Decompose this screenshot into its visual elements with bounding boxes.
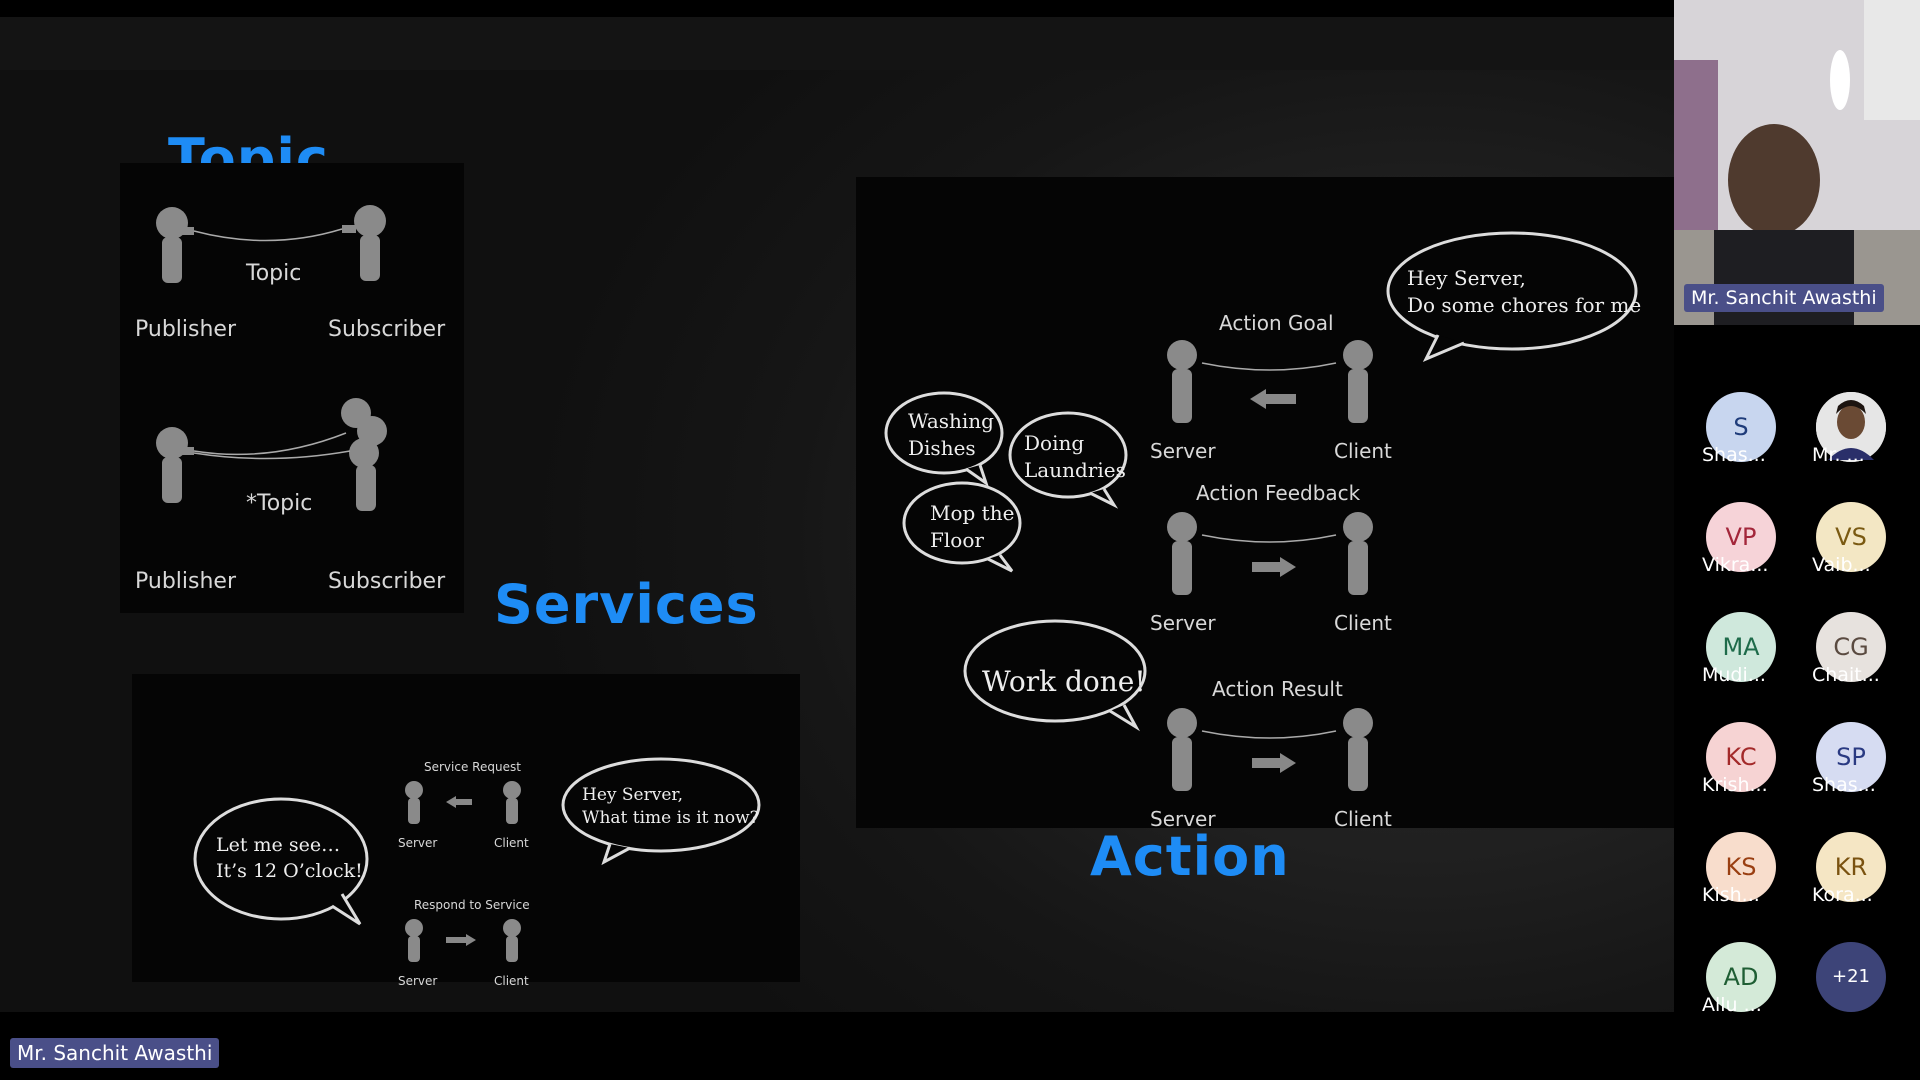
client-bubble-line2: What time is it now? [582,808,759,828]
action-client-bubble [1386,231,1638,362]
shared-screen: Topic Topic Publisher Subscriber [0,17,1674,1068]
washing-dishes-bubble [884,391,1004,487]
presenter-video-tile[interactable]: Mr. Sanchit Awasthi [1674,0,1920,325]
service-request-figures [405,781,521,824]
participant-avatar-7[interactable]: KC Krish... [1702,722,1776,796]
participant-photo [1816,392,1886,462]
participant-name: Vaib... [1812,554,1871,576]
participant-avatar-8[interactable]: SP Shas... [1812,722,1886,796]
topic-wildcard-label: *Topic [246,491,313,516]
participant-name: Allu ... [1702,994,1762,1016]
participant-initials: VS [1835,523,1867,551]
work-done-bubble [963,619,1147,732]
service-server-label-2: Server [398,974,438,988]
more-participants-count: +21 [1832,966,1870,987]
participant-name: Shas... [1702,444,1766,466]
action-goal-figures [1167,340,1373,423]
action-result-figures [1167,708,1373,791]
participant-avatar-11[interactable]: AD Allu ... [1702,942,1776,1016]
services-panel: Service Request Server Client Respond to… [132,674,800,988]
feedback-server-label: Server [1150,611,1216,635]
participant-initials: MA [1722,633,1760,661]
action-feedback-figures [1167,512,1373,595]
action-result-label: Action Result [1212,677,1343,701]
service-client-label-2: Client [494,974,529,988]
action-bubble-line2: Do some chores for me [1407,293,1642,317]
participant-initials: CG [1833,633,1869,661]
result-client-label: Client [1334,807,1392,831]
participant-initials: VP [1725,523,1757,551]
action-heading: Action [1090,825,1290,888]
topic-figures-bottom [156,398,387,511]
participant-name: Vikra... [1702,554,1769,576]
client-speech-bubble [561,757,761,866]
doing-laundries-bubble [1008,411,1128,509]
participant-initials: SP [1836,743,1866,771]
participant-avatar-6[interactable]: CG Chait... [1812,612,1886,686]
mop-line1: Mop the [930,501,1015,525]
server-bubble-line2: It’s 12 O’clock! [216,860,363,882]
participant-initials: S [1733,413,1749,441]
participant-name: Kish... [1702,884,1760,906]
slide-top-band [0,17,1674,70]
goal-client-label: Client [1334,439,1392,463]
participant-avatar-2[interactable]: Mr. ... [1812,392,1886,466]
service-client-label: Client [494,836,529,850]
video-background [1674,0,1920,325]
action-goal-label: Action Goal [1219,311,1334,335]
service-server-label: Server [398,836,438,850]
publisher-label-2: Publisher [135,569,236,594]
participant-initials: AD [1723,963,1759,991]
participant-name: Krish... [1702,774,1768,796]
goal-server-label: Server [1150,439,1216,463]
service-request-label: Service Request [424,760,521,774]
laundry-line2: Laundries [1024,458,1126,482]
respond-to-service-label: Respond to Service [414,898,530,912]
participant-name: Chait... [1812,664,1880,686]
participant-avatar-10[interactable]: KR Kora... [1812,832,1886,906]
presenter-name-tag: Mr. Sanchit Awasthi [10,1038,220,1068]
server-speech-bubble [193,797,369,926]
topic-figures-top [156,205,386,283]
result-server-label: Server [1150,807,1216,831]
participant-initials: KS [1725,853,1757,881]
mop-floor-bubble [902,481,1022,573]
participant-name: Kora... [1812,884,1873,906]
participant-avatar-1[interactable]: S Shas... [1702,392,1776,466]
laundry-line1: Doing [1024,431,1085,455]
participant-initials: KR [1834,853,1868,881]
participant-avatar-3[interactable]: VP Vikra... [1702,502,1776,576]
server-bubble-line1: Let me see… [216,834,341,856]
washing-line1: Washing [908,409,994,433]
presentation-slide: Topic Topic Publisher Subscriber [0,17,1674,1012]
subscriber-label-2: Subscriber [328,569,446,594]
participant-name: Shas... [1812,774,1876,796]
services-heading: Services [494,573,759,636]
action-panel: Hey Server, Do some chores for me Action… [856,177,1674,831]
action-feedback-label: Action Feedback [1196,481,1361,505]
mop-line2: Floor [930,528,984,552]
washing-line2: Dishes [908,436,976,460]
feedback-client-label: Client [1334,611,1392,635]
more-participants-button[interactable]: +21 [1816,942,1886,1012]
participant-avatar-4[interactable]: VS Vaib... [1812,502,1886,576]
client-bubble-line1: Hey Server, [582,785,684,805]
video-name-tag: Mr. Sanchit Awasthi [1684,284,1884,312]
topic-channel-label: Topic [246,261,302,286]
subscriber-label: Subscriber [328,317,446,342]
action-bubble-line1: Hey Server, [1407,266,1526,290]
participant-name: Mr. ... [1812,444,1865,466]
participant-initials: KC [1725,743,1757,771]
participant-name: Mudi... [1702,664,1766,686]
participant-avatar-5[interactable]: MA Mudi... [1702,612,1776,686]
topic-panel: Topic Publisher Subscriber *Topic Publis… [120,163,464,613]
work-done-text: Work done! [982,665,1146,698]
publisher-label: Publisher [135,317,236,342]
service-respond-figures [405,919,521,962]
participant-avatar-9[interactable]: KS Kish... [1702,832,1776,906]
